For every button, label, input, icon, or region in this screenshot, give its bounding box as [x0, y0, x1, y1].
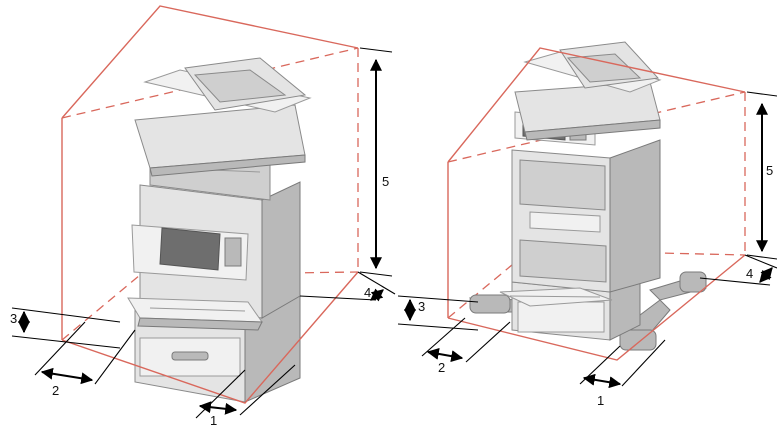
right-dimension-label-1: 1: [597, 393, 604, 408]
right-clearance-box-edges: [447, 47, 746, 361]
right-printer-illustration: [469, 41, 707, 351]
left-dimension-lines: [11, 47, 396, 419]
right-dimension-label-4: 4: [746, 266, 753, 281]
left-clearance-box-edges: [61, 5, 359, 404]
left-dimension-label-1: 1: [210, 413, 217, 428]
right-dimension-label-2: 2: [438, 360, 445, 375]
left-printer-illustration: [127, 57, 312, 403]
right-dimension-lines: [397, 91, 777, 389]
left-printer-group: 5 4 3 2 1: [10, 5, 396, 428]
right-dimension-label-3: 3: [418, 299, 425, 314]
left-dimension-label-5: 5: [382, 174, 389, 189]
left-dimension-label-2: 2: [52, 383, 59, 398]
left-dimension-label-4: 4: [364, 285, 371, 300]
left-dimension-label-3: 3: [10, 311, 17, 326]
right-printer-group: 5 4 3 2 1: [397, 41, 777, 408]
right-dimension-label-5: 5: [766, 163, 773, 178]
